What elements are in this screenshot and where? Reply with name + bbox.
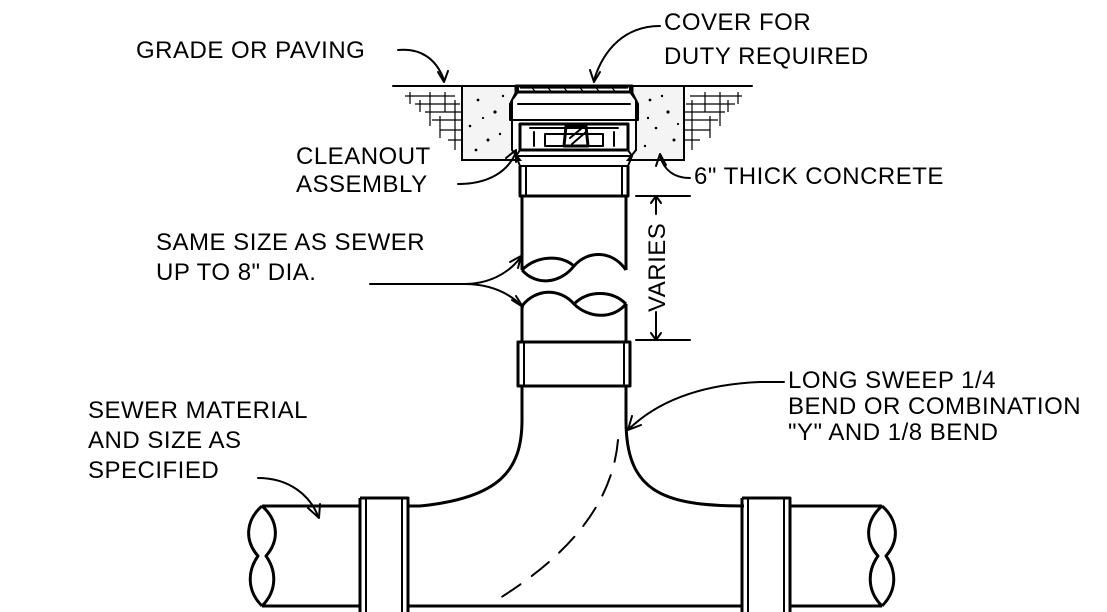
bend-label-line2: BEND OR COMBINATION <box>788 393 1081 420</box>
main-sewer-pipe <box>247 496 897 612</box>
varies-label: VARIES <box>644 223 671 312</box>
leader-lines <box>257 25 785 519</box>
cleanout-label-line1: CLEANOUT <box>296 143 431 170</box>
riser-label-line1: SAME SIZE AS SEWER <box>156 229 425 256</box>
cleanout-assembly <box>515 122 633 167</box>
sweep-bend <box>419 386 745 599</box>
sewer-label-line1: SEWER MATERIAL <box>88 397 308 424</box>
cover-label-line2: DUTY REQUIRED <box>664 43 869 70</box>
bend-label-line1: LONG SWEEP 1/4 <box>788 367 996 394</box>
grade-label: GRADE OR PAVING <box>136 37 365 64</box>
concrete-label: 6" THICK CONCRETE <box>694 163 944 190</box>
sewer-label-line3: SPECIFIED <box>88 457 219 484</box>
varies-dimension: VARIES <box>635 195 691 341</box>
grade-surface <box>392 85 753 150</box>
riser-pipe <box>516 165 632 388</box>
cover-label-line1: COVER FOR <box>664 9 811 36</box>
bend-label-line3: "Y" AND 1/8 BEND <box>788 419 998 446</box>
riser-label-line2: UP TO 8" DIA. <box>156 259 316 286</box>
cleanout-label-line2: ASSEMBLY <box>296 171 428 198</box>
sewer-label-line2: AND SIZE AS <box>88 427 242 454</box>
cleanout-cover <box>509 84 639 121</box>
concrete-collar <box>461 85 685 161</box>
